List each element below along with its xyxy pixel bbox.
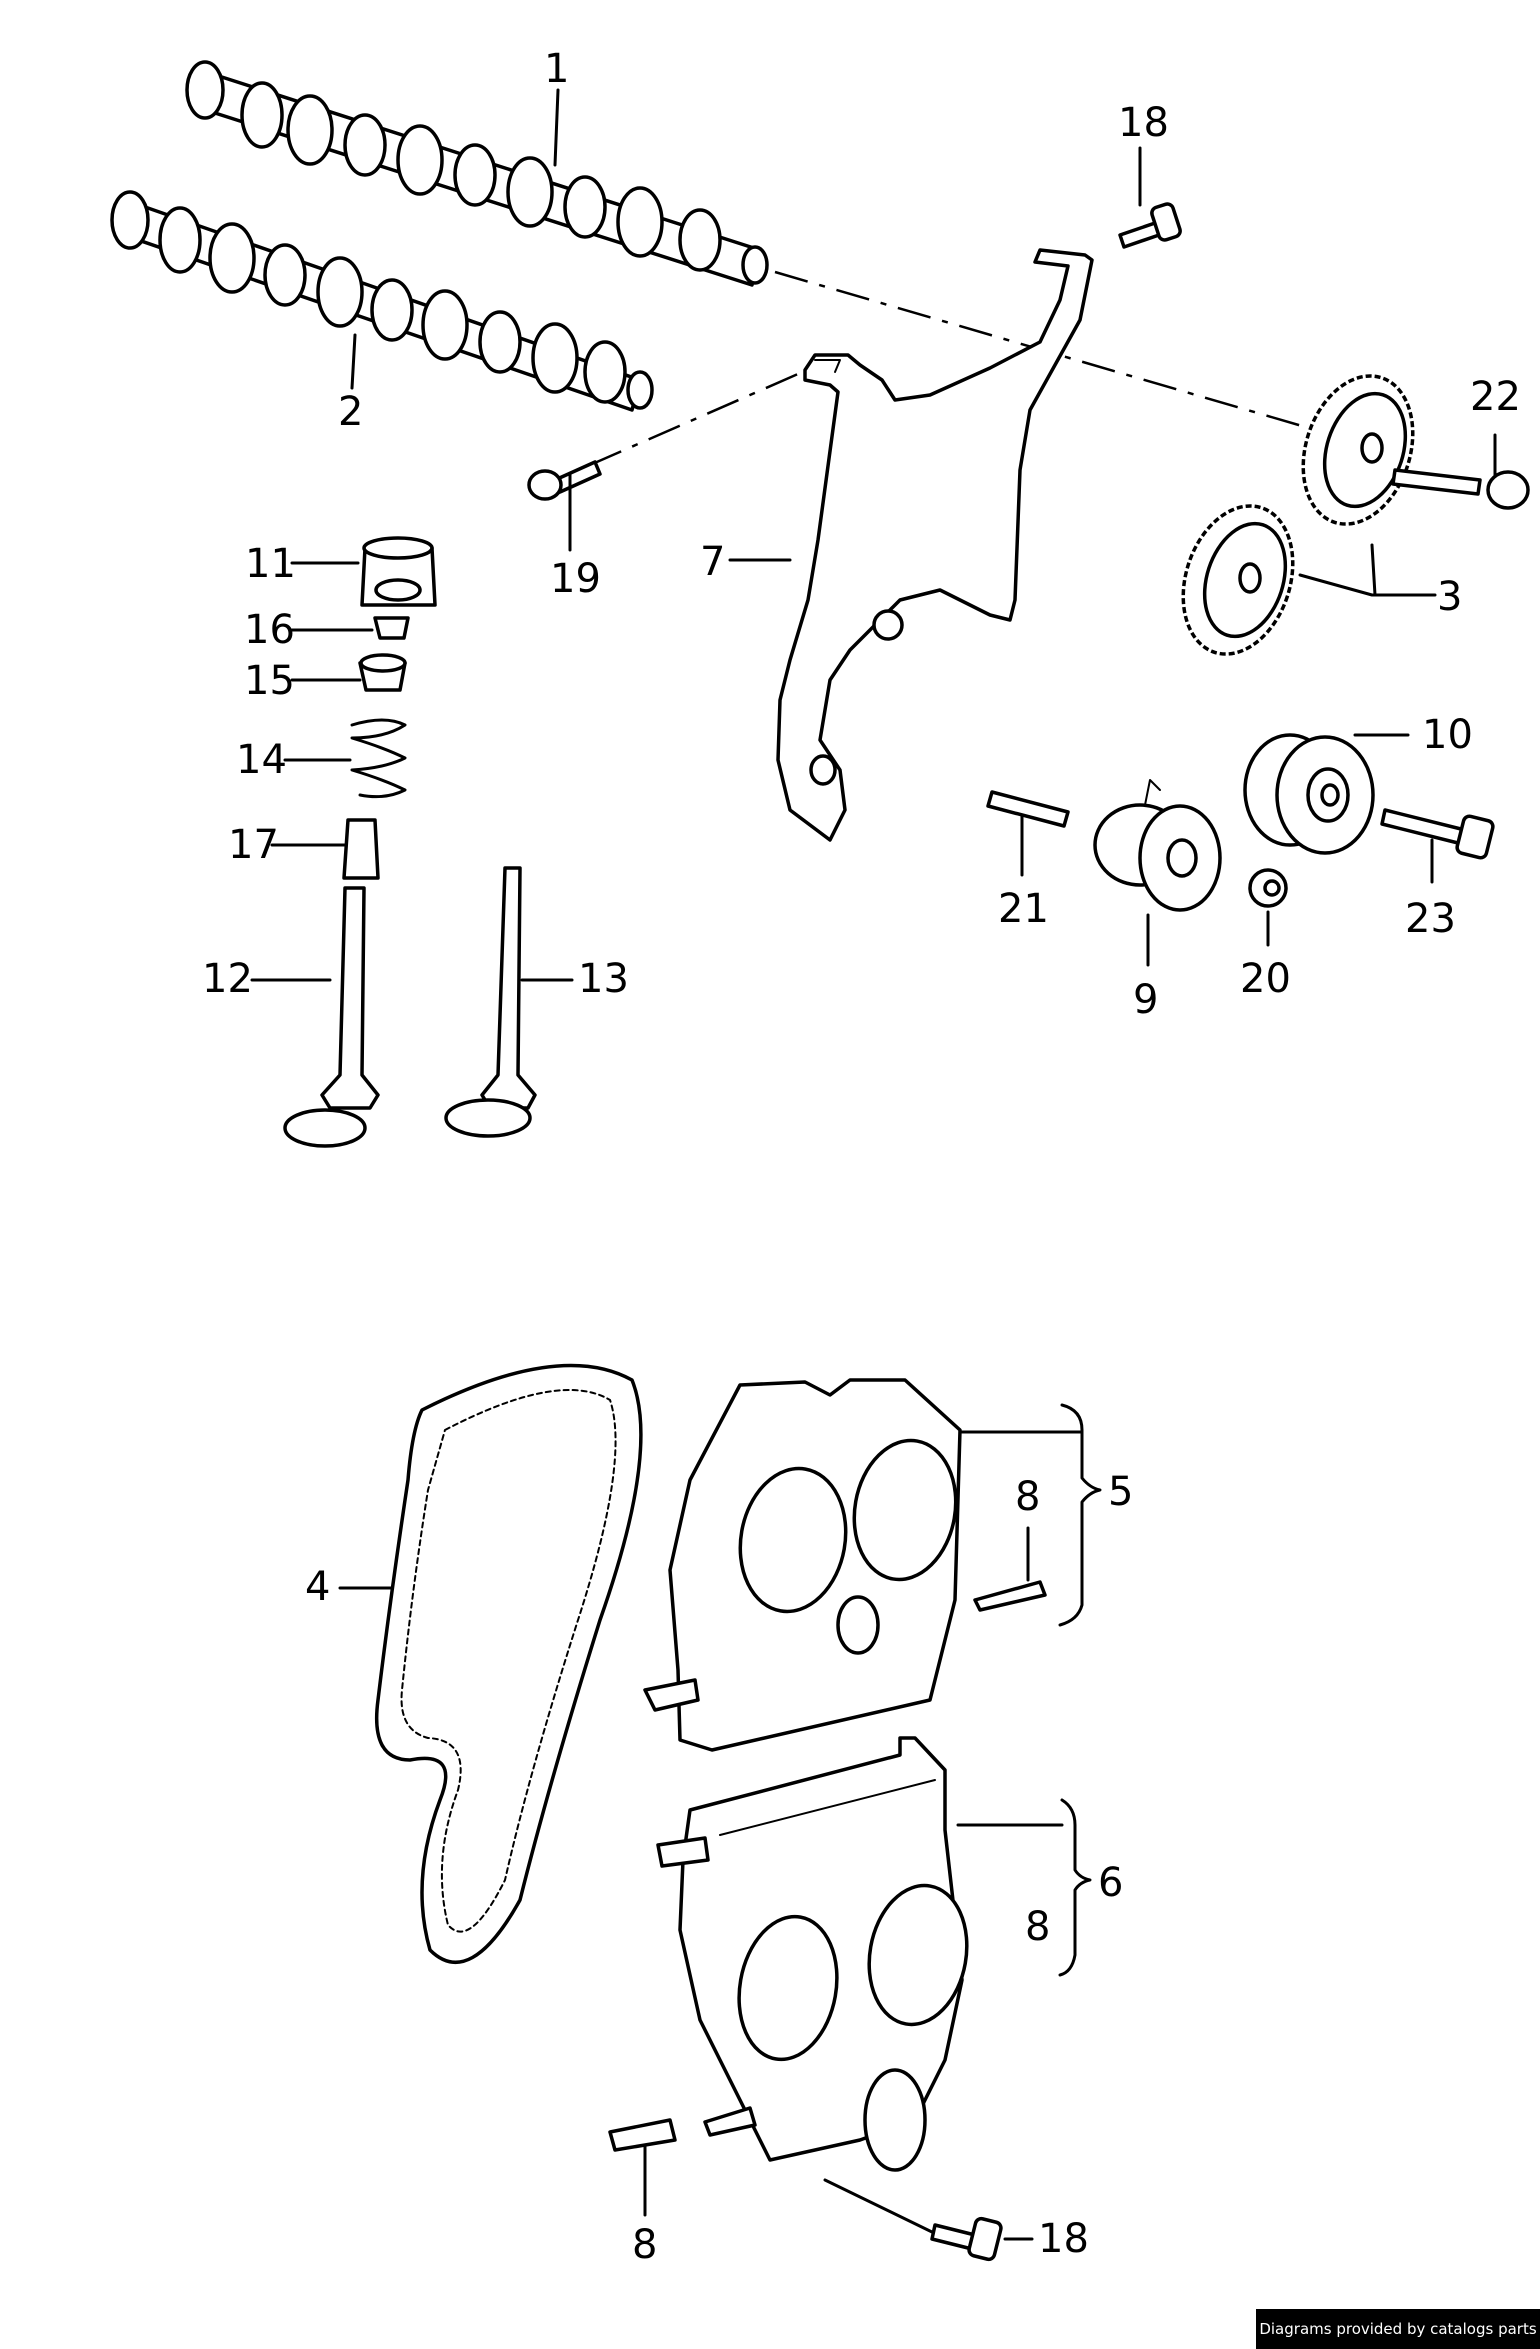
credit-footer: Diagrams provided by catalogs parts — [1256, 2309, 1540, 2349]
callout-21: 21 — [998, 886, 1049, 932]
callout-9: 9 — [1133, 977, 1158, 1023]
callout-11: 11 — [245, 541, 296, 587]
clip-8-lower — [608, 2118, 677, 2152]
callout-12: 12 — [202, 956, 253, 1002]
callout-17: 17 — [228, 822, 279, 868]
callout-7: 7 — [700, 539, 725, 585]
callout-8-upper: 8 — [1015, 1474, 1040, 1520]
clip-8-upper — [973, 1580, 1047, 1612]
idler-pulley-10 — [1243, 733, 1375, 855]
timing-belt-4 — [374, 1363, 643, 1964]
bolt-23 — [1380, 808, 1495, 860]
valve-stem-seal-17 — [342, 818, 380, 880]
camshaft-sprockets-3 — [1181, 374, 1415, 656]
credit-text: Diagrams provided by catalogs parts — [1259, 2320, 1537, 2338]
intake-valve-12 — [320, 886, 380, 1110]
callout-16: 16 — [244, 607, 295, 653]
callout-22: 22 — [1470, 374, 1521, 420]
leader-lines — [250, 88, 1497, 2241]
callout-23: 23 — [1405, 896, 1456, 942]
bolt-18-bottom — [930, 2216, 1003, 2262]
callout-2: 2 — [338, 389, 363, 435]
lower-timing-cover-6 — [608, 1736, 969, 2172]
upper-timing-cover-5 — [643, 1378, 1047, 1752]
callout-4: 4 — [305, 1564, 330, 1610]
bolt-19 — [527, 460, 602, 501]
callout-6: 6 — [1098, 1860, 1123, 1906]
callout-8-middle: 8 — [1025, 1904, 1050, 1950]
callout-19: 19 — [550, 556, 601, 602]
callout-13: 13 — [578, 956, 629, 1002]
callout-8-lower: 8 — [632, 2222, 657, 2268]
callout-10: 10 — [1422, 712, 1473, 758]
callout-20: 20 — [1240, 956, 1291, 1002]
callout-1: 1 — [544, 46, 569, 92]
callout-3: 3 — [1437, 574, 1462, 620]
callout-18-top: 18 — [1118, 100, 1169, 146]
callout-14: 14 — [236, 737, 287, 783]
callout-5: 5 — [1108, 1469, 1133, 1515]
rear-timing-cover-7 — [776, 248, 1094, 842]
tensioner-roller-9 — [1093, 779, 1222, 912]
valve-keeper-16 — [373, 616, 410, 640]
nut-20 — [1248, 868, 1288, 908]
alignment-lines — [589, 270, 1351, 467]
callout-15: 15 — [244, 658, 295, 704]
stud-21 — [986, 790, 1070, 828]
valve-train — [283, 536, 537, 1148]
exhaust-valve-13 — [480, 866, 537, 1110]
valve-spring-14 — [350, 718, 407, 799]
bolt-22 — [1391, 468, 1530, 510]
bolt-18-top — [1118, 202, 1182, 249]
callout-18-bottom: 18 — [1038, 2216, 1089, 2262]
callout-labels: 1 2 3 4 5 6 7 8 8 8 9 10 11 12 13 14 15 … — [202, 46, 1521, 2268]
camshaft-1 — [185, 60, 769, 287]
camshaft-2 — [110, 190, 654, 412]
